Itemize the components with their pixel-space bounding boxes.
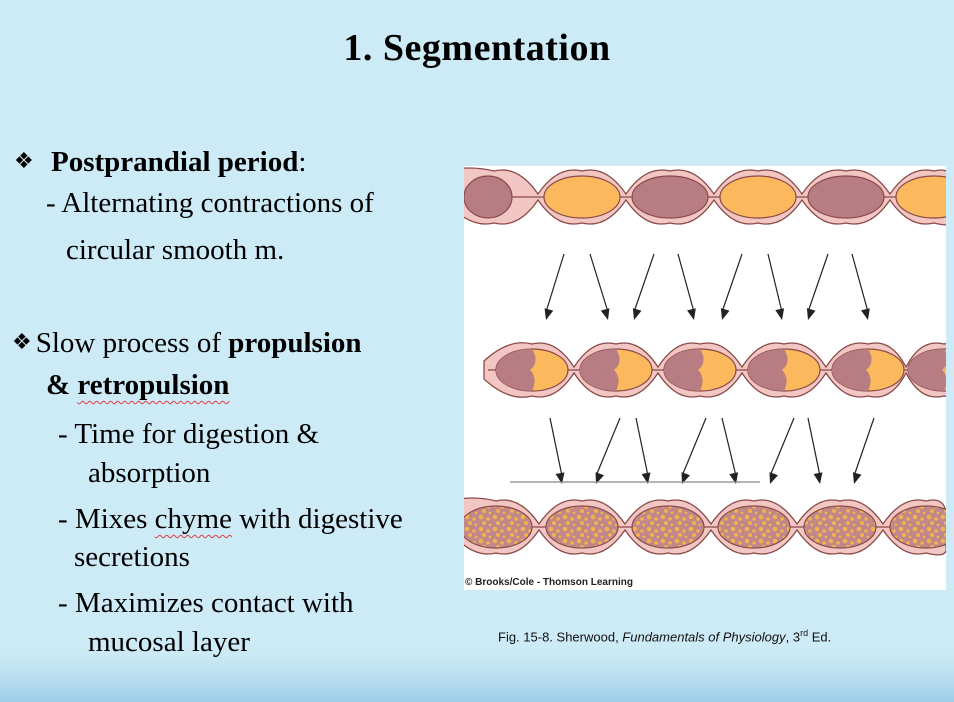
maximizes-contact-line: - Maximizes contact with	[58, 587, 354, 619]
arrows-row-1	[544, 253, 870, 320]
retropulsion-line: & retropulsion	[46, 371, 229, 400]
arrow-line	[549, 417, 563, 477]
colon: :	[298, 146, 307, 178]
arrow-head	[687, 308, 696, 320]
postprandial-heading: Postprandial period	[50, 146, 299, 178]
intestine-row-2	[483, 342, 954, 399]
chyme-segment-mauve-half	[748, 349, 788, 391]
arrow-head	[729, 472, 739, 484]
chyme-segment-mixed	[459, 505, 533, 549]
arrow-line	[721, 253, 743, 313]
mixes-chyme-line: - Mixes chyme with digestive	[58, 505, 403, 534]
caption-book-title: Fundamentals of Physiology	[622, 629, 786, 645]
chyme-segment-mauve	[463, 175, 513, 219]
arrow-head	[769, 472, 778, 484]
with-digestive-text: with digestive	[231, 503, 403, 535]
chyme-segment-orange	[543, 175, 621, 219]
figure-caption: Fig. 15-8. Sherwood, Fundamentals of Phy…	[498, 628, 831, 644]
segmentation-figure	[443, 166, 954, 590]
arrow-line	[851, 253, 869, 313]
ampersand: &	[46, 369, 78, 401]
mucosal-layer-line: mucosal layer	[88, 626, 250, 658]
propulsion-word: propulsion	[228, 327, 362, 359]
diamond-bullet-icon: ❖	[12, 330, 32, 355]
caption-superscript: rd	[800, 628, 809, 638]
chyme-segment-orange	[719, 175, 797, 219]
figure-copyright: © Brooks/Cole - Thomson Learning	[465, 577, 633, 588]
arrow-line	[635, 417, 649, 477]
chyme-word: chyme	[154, 503, 232, 535]
arrow-line	[633, 253, 655, 313]
arrow-head	[861, 308, 870, 320]
arrow-head	[775, 308, 785, 320]
arrow-head	[641, 472, 651, 484]
chyme-segment-mixed	[631, 505, 705, 549]
caption-edition: , 3	[785, 629, 801, 645]
arrow-line	[681, 417, 707, 477]
arrow-line	[721, 417, 737, 477]
bullet-slow-process: ❖Slow process of propulsion	[12, 329, 362, 358]
chyme-segment-mauve-half	[832, 349, 872, 391]
arrow-line	[595, 417, 621, 477]
chyme-segment-mixed	[889, 505, 954, 549]
arrow-line	[807, 253, 829, 313]
arrow-line	[853, 417, 875, 477]
arrow-line	[767, 253, 783, 313]
chyme-segment-mauve-half	[908, 349, 948, 391]
slow-process-text: Slow process of	[35, 327, 229, 359]
arrow-head	[600, 308, 610, 320]
chyme-segment-mauve-half	[580, 349, 620, 391]
arrow-head	[813, 472, 823, 484]
chyme-segment-mauve	[631, 175, 709, 219]
arrow-line	[807, 417, 821, 477]
alternating-contractions-line: - Alternating contractions of	[46, 187, 374, 219]
chyme-segment-mixed	[545, 505, 619, 549]
caption-ed: Ed.	[808, 629, 832, 645]
arrow-head	[555, 472, 565, 484]
time-for-digestion-line: - Time for digestion &	[58, 418, 320, 450]
chyme-segment-mauve-half	[496, 349, 536, 391]
arrow-head	[544, 308, 554, 320]
arrow-line	[589, 253, 609, 313]
chyme-segment-mauve	[807, 175, 885, 219]
arrow-head	[720, 308, 730, 320]
chyme-segment-orange	[895, 175, 954, 219]
mixes-text: - Mixes	[58, 503, 155, 535]
intestine-row-1	[443, 167, 954, 226]
segmentation-diagram	[443, 167, 954, 556]
arrow-line	[769, 417, 795, 477]
arrow-head	[595, 472, 604, 484]
absorption-line: absorption	[88, 457, 211, 489]
slide-title: 1. Segmentation	[343, 27, 611, 69]
chyme-segment-mixed	[803, 505, 877, 549]
arrow-head	[632, 308, 642, 320]
intestine-row-3	[447, 497, 954, 556]
chyme-segment-mauve-half	[664, 349, 704, 391]
arrow-head	[852, 472, 862, 484]
arrow-head	[806, 308, 816, 320]
circular-smooth-line: circular smooth m.	[66, 234, 285, 266]
caption-text: Fig. 15-8. Sherwood,	[498, 629, 623, 645]
chyme-segment-mixed	[717, 505, 791, 549]
retropulsion-word: retropulsion	[77, 369, 230, 401]
diamond-bullet-icon: ❖	[14, 149, 34, 174]
arrow-line	[677, 253, 695, 313]
arrows-row-2	[549, 417, 875, 484]
secretions-line: secretions	[74, 541, 190, 573]
bullet-postprandial: ❖ Postprandial period:	[14, 148, 306, 177]
arrow-line	[545, 253, 565, 313]
arrow-head	[681, 472, 690, 484]
